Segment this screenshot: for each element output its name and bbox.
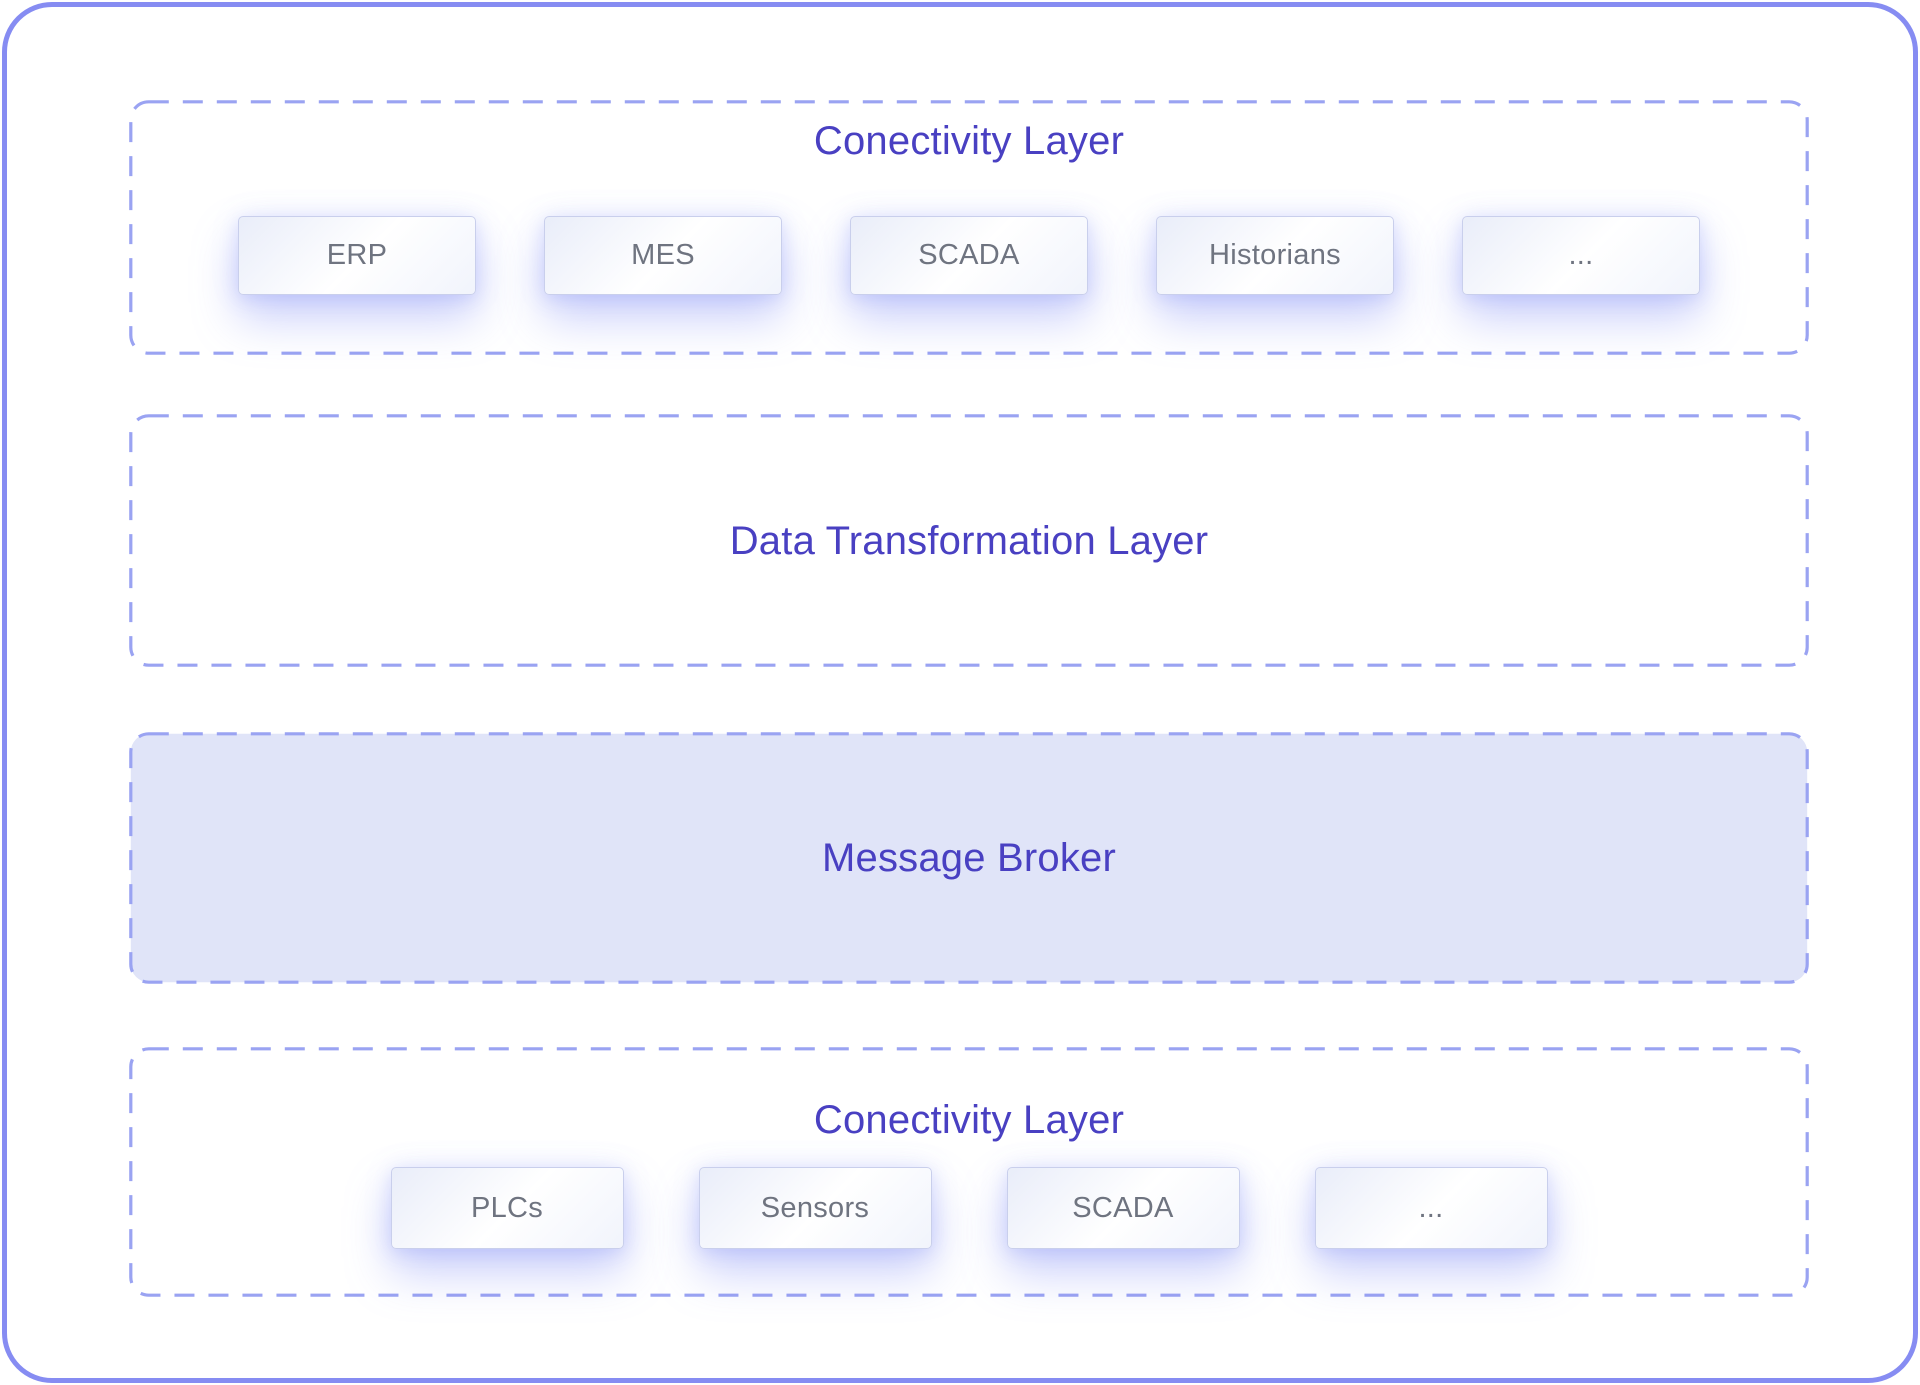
node-label: SCADA xyxy=(918,239,1020,271)
node-label: SCADA xyxy=(1072,1191,1174,1224)
node-mes: MES xyxy=(544,216,782,295)
node-label: Historians xyxy=(1209,239,1341,271)
node-erp: ERP xyxy=(238,216,476,295)
node-label: MES xyxy=(631,239,695,271)
node-historians: Historians xyxy=(1156,216,1394,295)
node-label: ... xyxy=(1568,239,1594,271)
layer-title: Conectivity Layer xyxy=(813,119,1125,163)
layer-title: Message Broker xyxy=(821,836,1117,880)
node-label: ERP xyxy=(326,239,388,271)
layer-content: Conectivity Layer ERP MES SCADA Historia… xyxy=(129,100,1809,355)
layer-content: Data Transformation Layer xyxy=(129,414,1809,667)
layer-title: Data Transformation Layer xyxy=(729,518,1209,563)
node-scada-bottom: SCADA xyxy=(1006,1167,1240,1249)
node-label: ... xyxy=(1418,1191,1444,1224)
layer-connectivity-top: Conectivity Layer ERP MES SCADA Historia… xyxy=(129,100,1809,355)
node-row: PLCs Sensors SCADA ... xyxy=(390,1167,1548,1249)
layer-message-broker: Message Broker xyxy=(129,732,1809,984)
node-label: PLCs xyxy=(470,1191,544,1224)
node-scada-top: SCADA xyxy=(850,216,1088,295)
node-ellipsis-top: ... xyxy=(1462,216,1700,295)
node-plcs: PLCs xyxy=(390,1167,624,1249)
node-sensors: Sensors xyxy=(698,1167,932,1249)
node-ellipsis-bottom: ... xyxy=(1314,1167,1548,1249)
layer-title: Conectivity Layer xyxy=(813,1098,1125,1142)
layer-connectivity-bottom: Conectivity Layer PLCs Sensors SCADA ... xyxy=(129,1047,1809,1297)
layer-content: Message Broker xyxy=(129,732,1809,984)
node-label: Sensors xyxy=(760,1191,870,1224)
layer-data-transformation: Data Transformation Layer xyxy=(129,414,1809,667)
node-row: ERP MES SCADA Historians ... xyxy=(238,216,1700,295)
layer-content: Conectivity Layer PLCs Sensors SCADA ... xyxy=(129,1047,1809,1297)
